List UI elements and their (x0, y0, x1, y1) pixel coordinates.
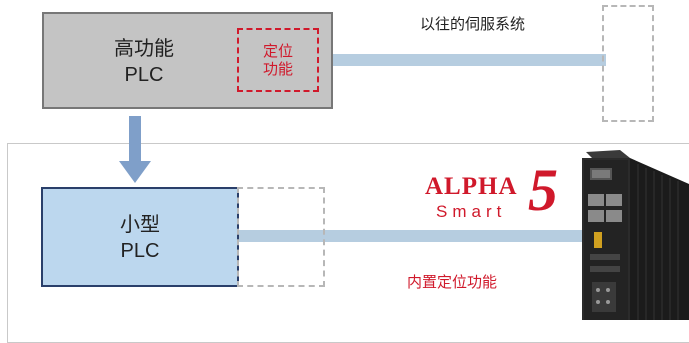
legacy-servo-placeholder (602, 5, 654, 122)
positioning-module-label: 定位 功能 (262, 43, 293, 78)
small-plc-label: 小型 PLC (120, 214, 160, 262)
servo-drive-icon (582, 150, 689, 320)
logo-five-glyph: 5 (528, 157, 558, 223)
small-plc-box: 小型 PLC (41, 187, 239, 287)
down-arrow-icon (119, 161, 151, 183)
logo-smart-text: Smart (436, 202, 507, 221)
logo-alpha-text: ALPHA (425, 173, 518, 200)
builtin-positioning-label: 内置定位功能 (407, 274, 498, 291)
legacy-cable (331, 54, 606, 66)
legacy-servo-label: 以往的伺服系统 (420, 16, 526, 33)
high-function-plc-box: 高功能 PLC 定位 功能 (42, 12, 333, 109)
alpha5-smart-logo: ALPHA Smart 5 (418, 160, 578, 228)
removed-module-placeholder (237, 187, 325, 287)
high-function-plc-label: 高功能 PLC (114, 38, 174, 86)
positioning-module-box: 定位 功能 (237, 28, 319, 92)
down-arrow-shaft (129, 116, 141, 162)
